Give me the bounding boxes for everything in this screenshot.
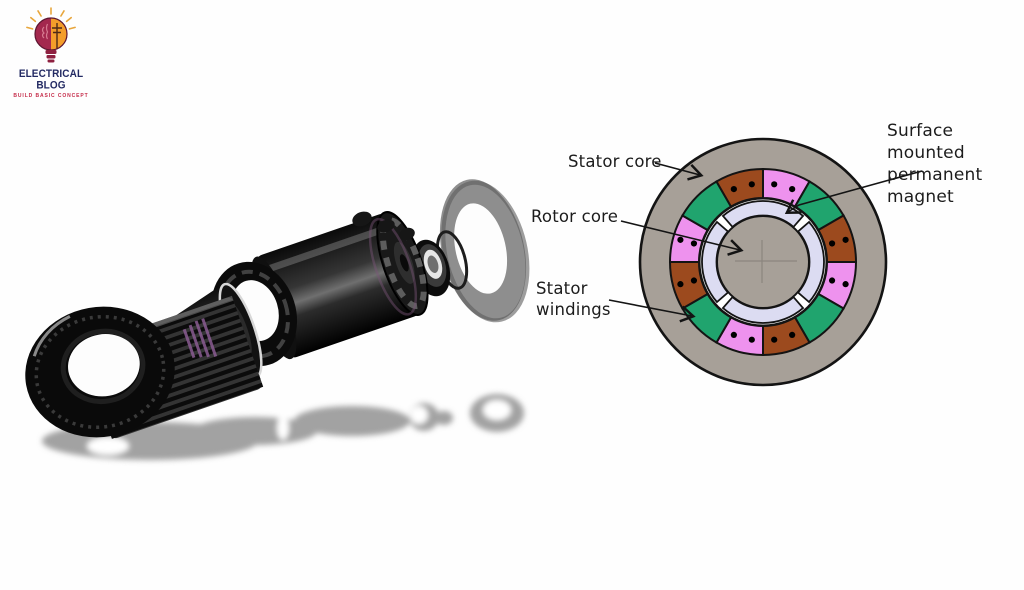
bulb-base [45, 50, 57, 63]
bulb-rays [26, 7, 76, 30]
shadow-blob [294, 406, 410, 436]
winding-dot [730, 186, 737, 193]
winding-dot [771, 181, 778, 188]
winding-dot [748, 336, 755, 343]
label-stator-windings: Stator windings [536, 279, 611, 319]
motor-cross-section-diagram [608, 137, 923, 387]
clip [377, 219, 395, 233]
shadow-hole [410, 406, 428, 424]
magnet-clips [352, 211, 415, 241]
shadow-gap [277, 416, 289, 440]
winding-dot [828, 277, 836, 284]
stator-highlight [258, 223, 393, 276]
logo-brand: ELECTRICAL BLOG [18, 68, 84, 92]
rotor-magnet-ring [379, 217, 427, 310]
logo: ELECTRICAL BLOG BUILD BASIC CONCEPT [8, 7, 94, 99]
winding-dot [677, 236, 684, 243]
exploded-motor-photo [25, 179, 530, 460]
center-crosshair [735, 240, 797, 283]
leader-arrows [608, 162, 923, 323]
winding-dot [748, 181, 755, 188]
stator-windings-arrow [608, 299, 696, 323]
clip [399, 227, 415, 241]
rotor-core-arrow [620, 220, 744, 256]
end-bell-opening [25, 306, 175, 438]
torus-lip [60, 328, 146, 405]
brain-doodle [41, 23, 49, 40]
winding-dot [690, 240, 698, 247]
winding-dot [690, 277, 698, 284]
logo-bulb-icon [26, 7, 76, 63]
surface-magnet-arrow [784, 170, 923, 215]
purple-sheen [368, 217, 418, 316]
bulb-right-half [51, 18, 67, 50]
motor-shadow [42, 394, 524, 460]
torus-knurling [34, 314, 166, 430]
rotor-face [376, 211, 429, 316]
rotor-core-circle [716, 215, 810, 309]
winding-dot [730, 331, 737, 338]
rotor-shaft-hole [399, 254, 409, 272]
winding-dot [842, 281, 849, 288]
label-rotor-core: Rotor core [531, 207, 619, 226]
winding-dot [842, 236, 849, 243]
label-stator-core: Stator core [568, 152, 662, 171]
label-surface-magnet: Surface mounted permanent magnet [887, 121, 983, 207]
shadow-blob [435, 411, 453, 425]
winding-dot [828, 240, 836, 247]
torus-highlight [32, 315, 71, 357]
winding-dot [677, 281, 684, 288]
winding-glimpse [182, 318, 218, 359]
flat-washer-ring [439, 179, 530, 323]
stator-core-arrow [654, 162, 704, 181]
bearing-bore [427, 255, 439, 273]
torus-hole [68, 334, 140, 397]
logo-tagline: BUILD BASIC CONCEPT [13, 93, 89, 99]
shadow-hole [483, 400, 511, 420]
winding-dot [789, 186, 796, 193]
utility-pole-doodle [52, 23, 62, 49]
winding-dot [789, 331, 796, 338]
shadow-hole [87, 437, 129, 455]
shield-ring-texture [218, 269, 290, 359]
winding-dot [771, 336, 778, 343]
clip [352, 211, 372, 227]
